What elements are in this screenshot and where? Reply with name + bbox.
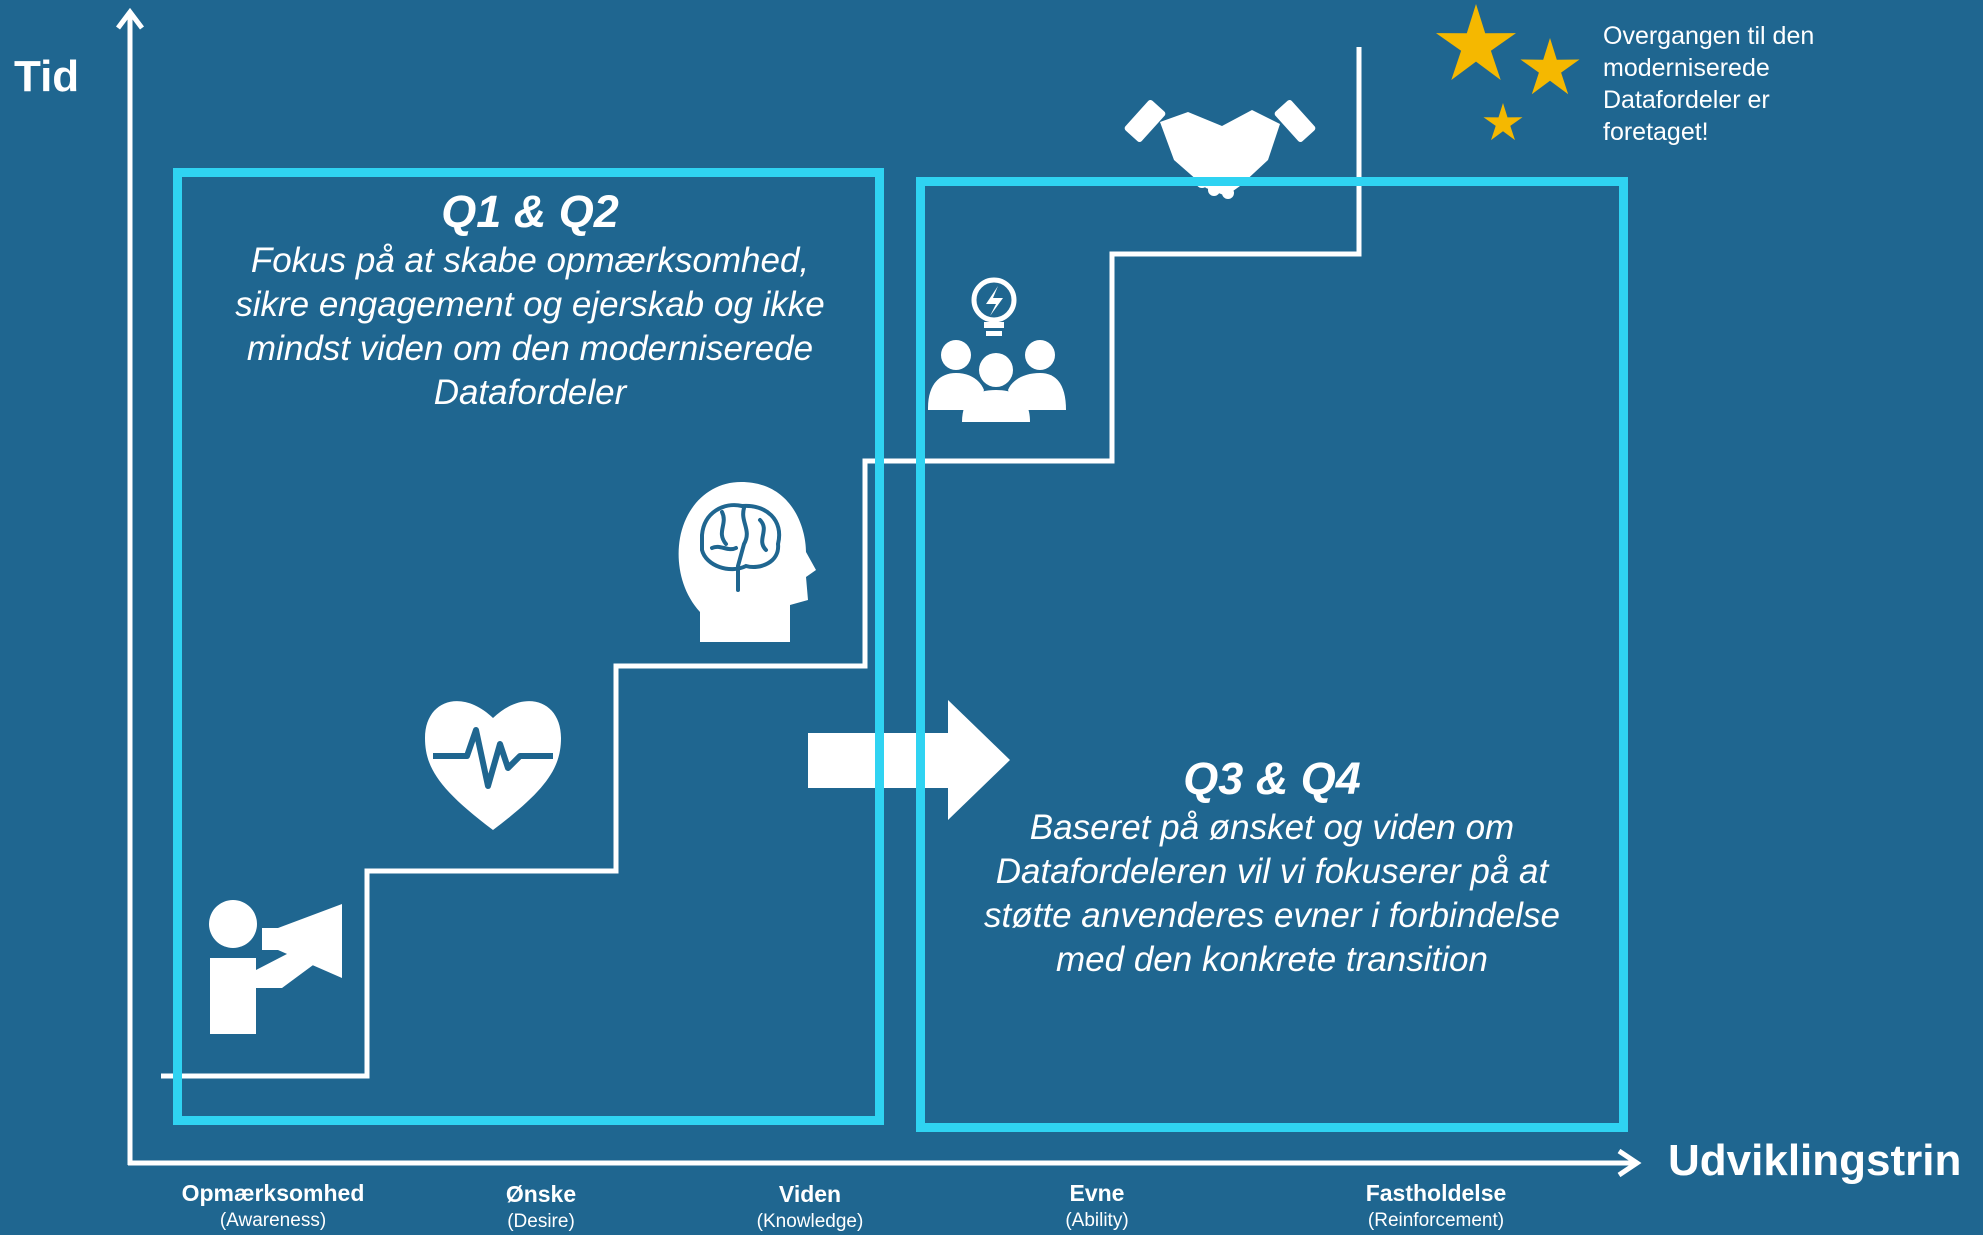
stage-name: Viden xyxy=(778,1181,842,1207)
idea-team-icon xyxy=(928,277,1066,422)
completion-note: Overgangen til den moderniserede Datafor… xyxy=(1603,20,1893,148)
q1-q2-line: Datafordeler xyxy=(433,373,627,412)
completion-note-line: moderniserede xyxy=(1603,54,1770,82)
heartbeat-icon xyxy=(425,701,561,830)
completion-note-line: Datafordeler er xyxy=(1603,86,1770,114)
megaphone-person-icon xyxy=(209,900,342,1034)
q3-q4-box xyxy=(916,177,1628,1132)
x-axis-label: Udviklingstrin xyxy=(1668,1136,1962,1185)
star-icon xyxy=(1436,4,1580,141)
stage-subtitle: (Knowledge) xyxy=(756,1211,864,1232)
q1-q2-heading: Q1 & Q2 xyxy=(441,186,619,237)
q1-q2-text: Q1 & Q2 Fokus på at skabe opmærksomhed, … xyxy=(190,185,870,415)
q1-q2-line: sikre engagement og ejerskab og ikke xyxy=(235,285,825,324)
stage-subtitle: (Reinforcement) xyxy=(1367,1210,1505,1231)
q1-q2-line: mindst viden om den moderniserede xyxy=(246,329,814,368)
completion-note-line: Overgangen til den xyxy=(1603,22,1815,50)
brain-head-icon xyxy=(678,482,816,642)
stage-name: Ønske xyxy=(505,1181,577,1207)
stage-reinforcement: Fastholdelse (Reinforcement) xyxy=(1306,1178,1566,1234)
q3-q4-line: med den konkrete transition xyxy=(1056,940,1488,979)
stage-desire: Ønske (Desire) xyxy=(411,1179,671,1235)
y-axis-label: Tid xyxy=(14,52,80,101)
stage-subtitle: (Desire) xyxy=(507,1211,575,1232)
q3-q4-heading: Q3 & Q4 xyxy=(1183,753,1361,804)
stage-awareness: Opmærksomhed (Awareness) xyxy=(143,1178,403,1234)
stage-knowledge: Viden (Knowledge) xyxy=(680,1179,940,1235)
arrow-right-icon xyxy=(808,700,1010,820)
q3-q4-line: støtte anvenderes evner i forbindelse xyxy=(984,896,1560,935)
stage-name: Fastholdelse xyxy=(1365,1180,1507,1206)
q3-q4-line: Datafordeleren vil vi fokuserer på at xyxy=(995,852,1549,891)
staircase-line xyxy=(161,47,1362,1079)
stage-subtitle: (Ability) xyxy=(1065,1210,1129,1231)
x-axis xyxy=(128,1148,1642,1178)
stage-subtitle: (Awareness) xyxy=(219,1210,327,1231)
stage-name: Opmærksomhed xyxy=(181,1180,365,1206)
stage-ability: Evne (Ability) xyxy=(967,1178,1227,1234)
stage-name: Evne xyxy=(1069,1180,1125,1206)
y-axis xyxy=(116,7,144,1165)
completion-note-line: foretaget! xyxy=(1603,118,1709,146)
q3-q4-text: Q3 & Q4 Baseret på ønsket og viden om Da… xyxy=(932,752,1612,982)
q1-q2-line: Fokus på at skabe opmærksomhed, xyxy=(250,241,810,280)
q1-q2-box xyxy=(173,168,884,1125)
q3-q4-line: Baseret på ønsket og viden om xyxy=(1029,808,1515,847)
